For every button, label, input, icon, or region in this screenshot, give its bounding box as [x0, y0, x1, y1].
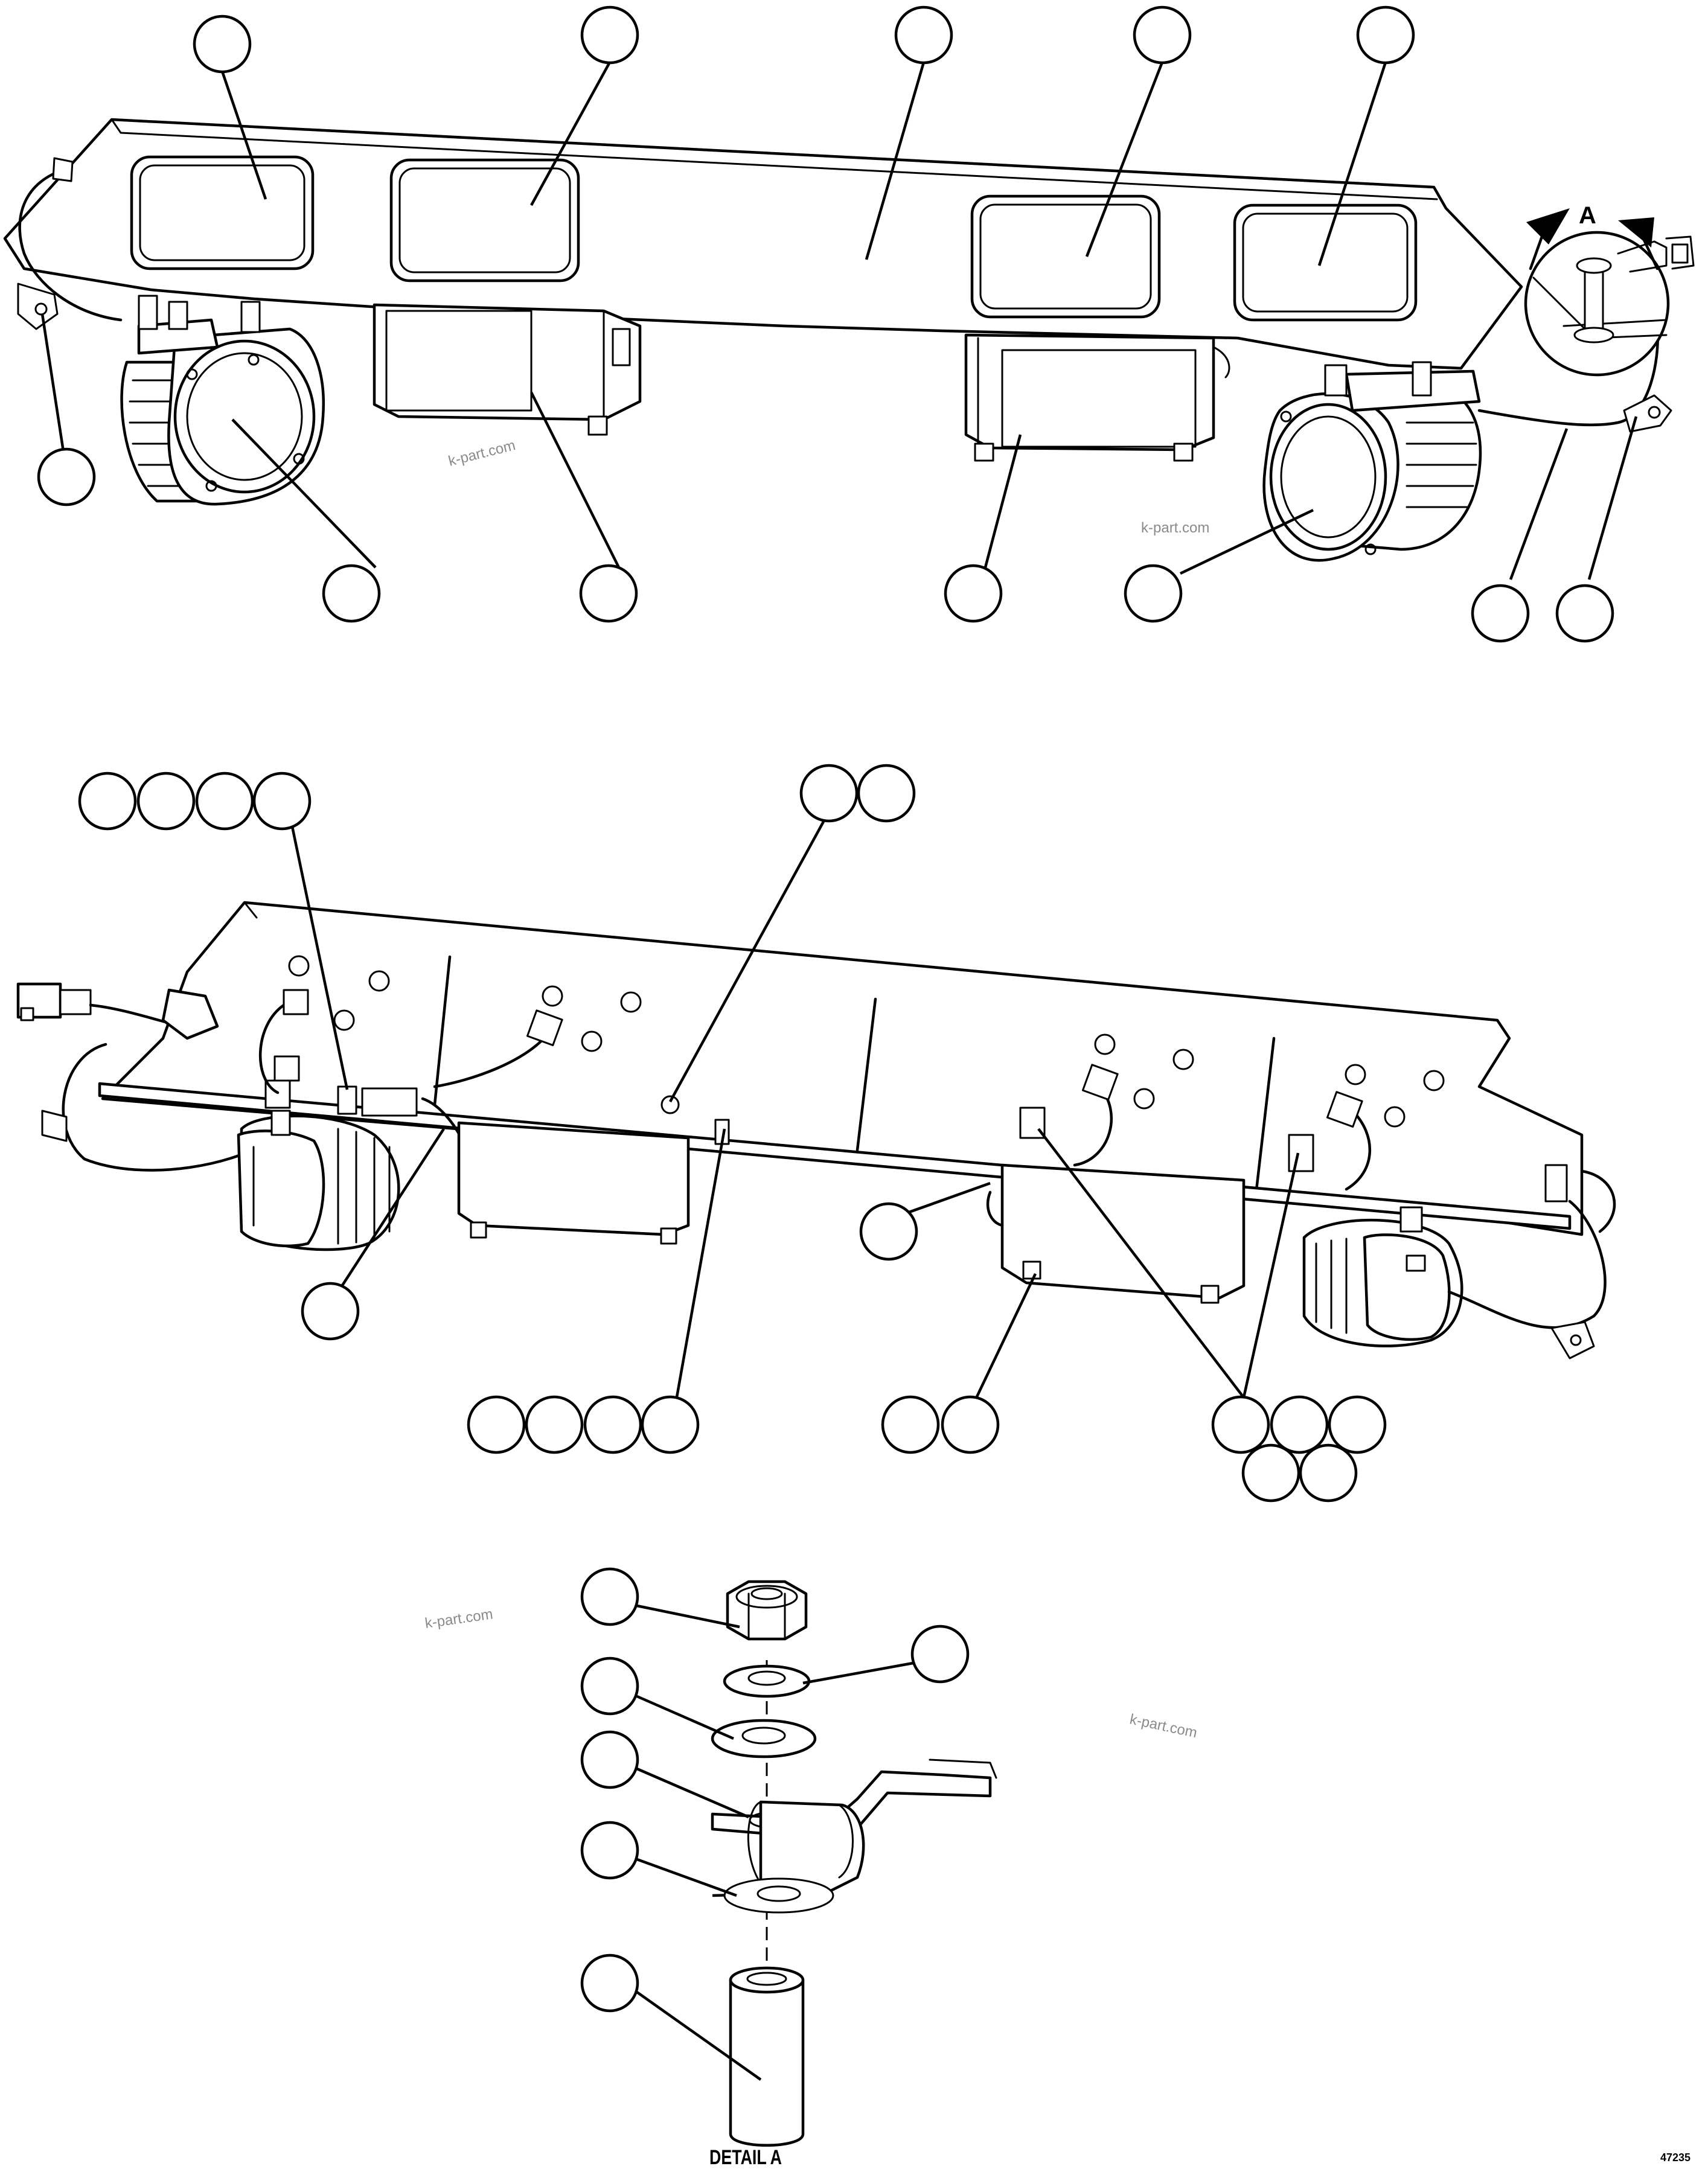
rear-work-lamp-left: [237, 1110, 400, 1251]
callout-t7: [322, 564, 381, 623]
control-box-right: [964, 333, 1230, 462]
callout-m12: [641, 1395, 700, 1454]
callouts: [37, 5, 1638, 2081]
callout-m11: [583, 1395, 642, 1454]
plate-bolts: [288, 955, 1445, 1128]
callout-m19: [1299, 1443, 1358, 1503]
callout-t8: [579, 564, 638, 623]
callout-m17: [1328, 1395, 1387, 1454]
callout-t3: [894, 5, 953, 65]
left-connector: [16, 982, 280, 1172]
callout-m3: [195, 771, 254, 831]
p-clamp: [712, 1800, 865, 1914]
lamp-window-4: [1233, 203, 1418, 322]
detail-a-inset: [1524, 231, 1695, 377]
callout-t2: [580, 5, 639, 65]
callout-m4: [252, 771, 312, 831]
rail-clamps: [264, 1079, 1568, 1203]
light-bar-rear-view: [16, 901, 1616, 1359]
callout-m1: [78, 771, 137, 831]
watermark-4: k-part.com: [1128, 1711, 1198, 1741]
callout-d4: [580, 1730, 639, 1789]
callout-t6: [37, 447, 96, 506]
watermark-2: k-part.com: [1141, 520, 1209, 536]
rear-work-lamp-right: [1302, 1206, 1463, 1347]
callout-m10: [525, 1395, 584, 1454]
callout-m5: [799, 764, 859, 823]
callout-t1: [193, 14, 252, 74]
watermark-1: k-part.com: [447, 437, 517, 470]
callout-m6: [857, 764, 916, 823]
callout-d6: [580, 1953, 639, 2013]
callout-m9: [467, 1395, 526, 1454]
callout-d1: [580, 1567, 639, 1626]
callout-m14: [941, 1395, 1000, 1454]
callout-t10: [1124, 564, 1183, 623]
callout-t12: [1555, 584, 1614, 643]
watermark-3: k-part.com: [424, 1606, 494, 1632]
detail-a-marker: A: [1579, 202, 1596, 229]
lock-washer: [723, 1664, 811, 1698]
callout-d3: [580, 1656, 639, 1716]
callout-d2: [910, 1624, 970, 1684]
work-lamp-right: [1262, 361, 1482, 562]
harness-left: [18, 167, 123, 322]
callout-t9: [944, 564, 1003, 623]
callout-m8: [301, 1282, 360, 1341]
callout-m18: [1241, 1443, 1300, 1503]
callout-d5: [580, 1821, 639, 1880]
callout-m13: [881, 1395, 940, 1454]
spacer-tube: [729, 1966, 805, 2147]
callout-m16: [1270, 1395, 1329, 1454]
work-lamp-left: [120, 295, 325, 506]
rear-control-box-left: [457, 1121, 690, 1236]
light-bar-front-view: A k-part.com k-part.com: [3, 118, 1695, 562]
flat-washer: [711, 1719, 817, 1759]
detail-a-exploded: DETAIL A k-part.com k-part.com 47235: [424, 1580, 1690, 2169]
callout-m7: [859, 1202, 918, 1261]
figure-number: 47235: [1660, 2151, 1690, 2164]
lamp-window-1: [130, 155, 315, 270]
callout-t11: [1471, 584, 1530, 643]
rear-control-box-right: [1000, 1163, 1246, 1300]
callout-m2: [136, 771, 196, 831]
detail-a-caption: DETAIL A: [709, 2146, 782, 2169]
harness-right: [1477, 324, 1659, 427]
control-box-left: [373, 303, 642, 436]
lamp-window-2: [389, 158, 580, 283]
lamp-window-3: [970, 194, 1161, 319]
callout-t4: [1133, 5, 1192, 65]
callout-t5: [1356, 5, 1415, 65]
callout-m15: [1211, 1395, 1270, 1454]
hex-nut: [726, 1580, 808, 1641]
